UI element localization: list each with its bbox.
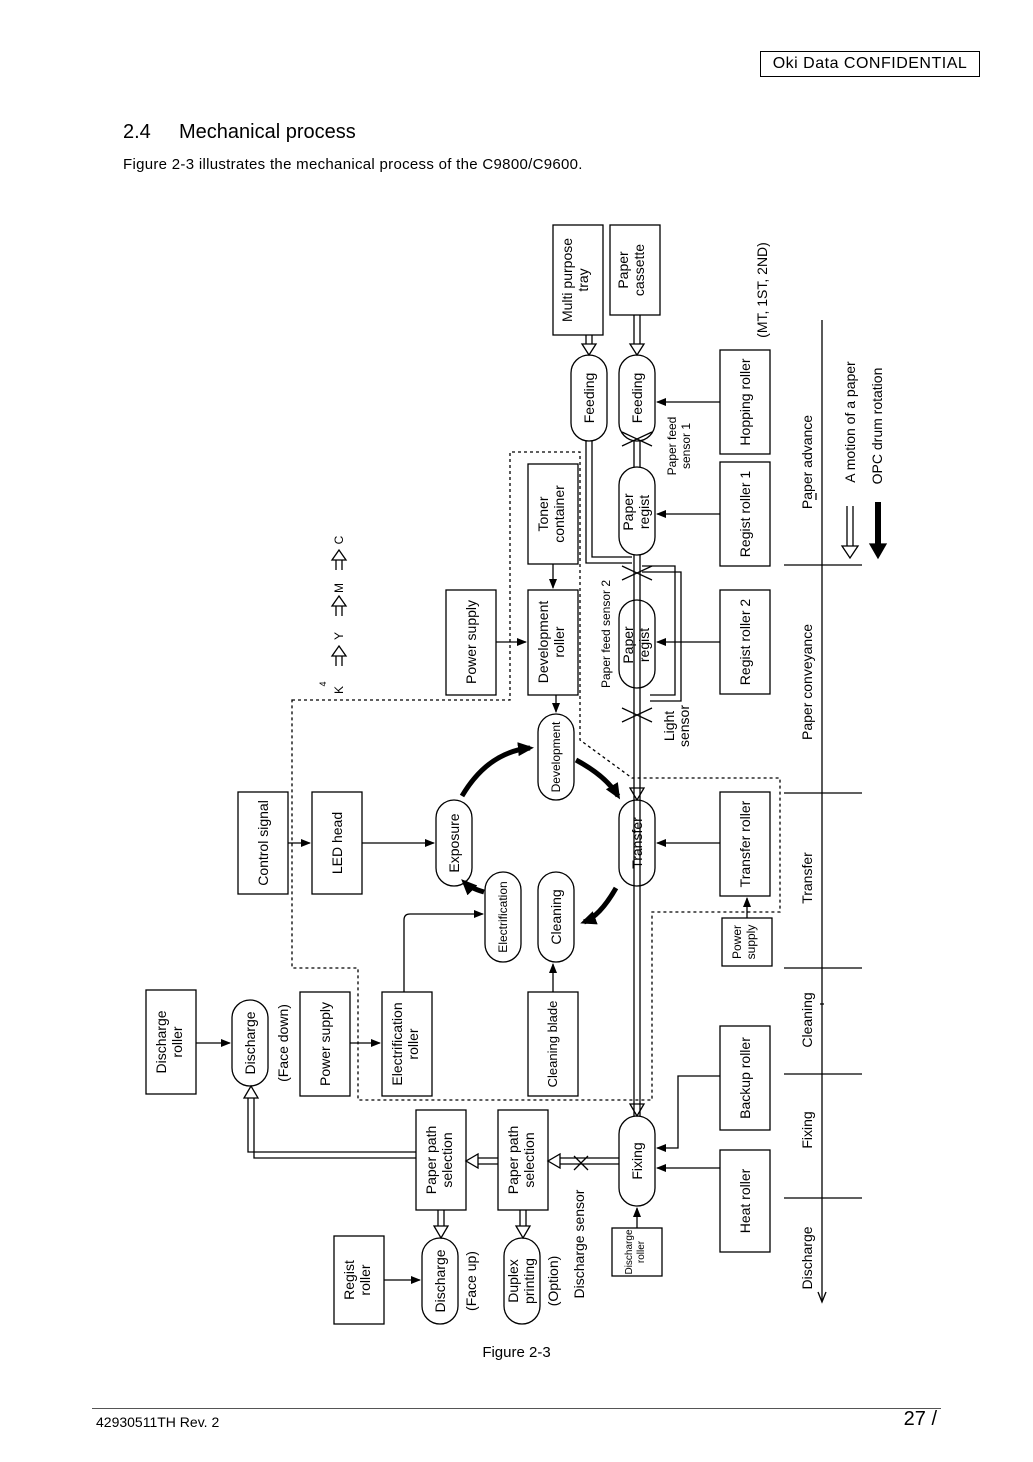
label-dr-1: Discharge — [153, 1010, 169, 1073]
label-heat-roller: Heat roller — [737, 1168, 753, 1233]
stage-transfer: Transfer — [799, 852, 815, 904]
svg-text:Paperregist: Paperregist — [620, 626, 652, 664]
label-exposure: Exposure — [446, 813, 462, 872]
label-pfs2: Paper feed sensor 2 — [599, 580, 613, 688]
svg-text:Dischargeroller: Dischargeroller — [153, 1010, 185, 1073]
legend-drum-rotation: OPC drum rotation — [869, 368, 885, 485]
stage-cleaning: Cleaning — [799, 992, 815, 1047]
label-duplex-2: printing — [521, 1258, 537, 1304]
svg-text:Powersupply: Powersupply — [730, 925, 758, 960]
label-er-2: roller — [405, 1028, 421, 1059]
label-duplex-1: Duplex — [505, 1259, 521, 1303]
label-power-supply-er: Power supply — [317, 1002, 333, 1086]
label-mpt-1: Multi purpose — [559, 238, 575, 322]
footer-rule — [92, 1408, 941, 1409]
label-cleaning-blade: Cleaning blade — [545, 1001, 560, 1088]
section-number: 2.4 — [123, 121, 151, 143]
label-development: Development — [549, 721, 563, 792]
stage-paper-conveyance: Paper conveyance — [799, 624, 815, 740]
label-color-count: 4 — [318, 681, 328, 686]
label-ps-small-1: Power — [730, 925, 744, 959]
label-dr-2: roller — [169, 1026, 185, 1057]
svg-text:Paper feedsensor 1: Paper feedsensor 1 — [665, 417, 693, 476]
label-ps-small-2: supply — [744, 925, 758, 960]
intro-text: Figure 2-3 illustrates the mechanical pr… — [123, 156, 583, 173]
page-number: 27 / — [903, 1408, 937, 1430]
svg-text:Multi purposetray: Multi purposetray — [559, 238, 591, 322]
label-regist1-2: regist — [636, 495, 652, 529]
label-led-head: LED head — [329, 812, 345, 874]
stage-paper-advance: Paper advance — [799, 415, 815, 509]
svg-text:Electrificationroller: Electrificationroller — [389, 1002, 421, 1085]
stage-discharge: Discharge — [799, 1226, 815, 1289]
legend-paper-motion: A motion of a paper — [842, 361, 858, 483]
label-backup-roller: Backup roller — [737, 1037, 753, 1119]
label-pps1-1: Paper path — [423, 1126, 439, 1195]
label-transfer: Transfer — [629, 817, 645, 869]
label-feed-source: (MT, 1ST, 2ND) — [754, 242, 770, 338]
label-regist-roller-a: Regist — [341, 1260, 357, 1300]
label-feeding-cassette: Feeding — [629, 373, 645, 424]
label-pfs1-1: Paper feed — [665, 417, 679, 476]
label-face-up: (Face up) — [463, 1251, 479, 1311]
svg-text:Paperregist: Paperregist — [620, 493, 652, 531]
label-dr-small-1: Discharge — [624, 1229, 635, 1274]
svg-text:Papercassette: Papercassette — [615, 244, 647, 296]
label-color-m: M — [332, 583, 346, 593]
section-heading: 2.4 Mechanical process — [123, 121, 356, 144]
label-pps1-2: selection — [439, 1132, 455, 1187]
svg-text:Paper pathselection: Paper pathselection — [505, 1126, 537, 1195]
label-regist-roller-1: Regist roller 1 — [737, 471, 753, 558]
label-face-down: (Face down) — [275, 1004, 291, 1082]
label-regist2-2: regist — [636, 628, 652, 662]
label-power-supply-dev: Power supply — [463, 600, 479, 684]
figure-caption: Figure 2-3 — [482, 1344, 551, 1361]
label-er-1: Electrification — [389, 1002, 405, 1085]
label-dr-small-2: roller — [636, 1240, 647, 1263]
section-title: Mechanical process — [179, 121, 356, 143]
confidential-label: Oki Data CONFIDENTIAL — [760, 51, 980, 77]
svg-text:Lightsensor: Lightsensor — [661, 705, 692, 747]
label-regist-roller-b: roller — [357, 1264, 373, 1295]
label-pps2-2: selection — [521, 1132, 537, 1187]
label-cleaning: Cleaning — [548, 889, 564, 944]
svg-text:Developmentroller: Developmentroller — [535, 601, 567, 684]
svg-text:Tonercontainer: Tonercontainer — [535, 485, 567, 543]
label-discharge-facedown: Discharge — [242, 1011, 258, 1074]
label-regist-roller-2: Regist roller 2 — [737, 599, 753, 686]
label-mpt-2: tray — [575, 268, 591, 291]
stage-fixing: Fixing — [799, 1111, 815, 1148]
label-fixing: Fixing — [629, 1142, 645, 1179]
label-cassette-2: cassette — [631, 244, 647, 296]
svg-text:Registroller: Registroller — [341, 1260, 373, 1300]
label-control-signal: Control signal — [255, 800, 271, 886]
label-devroller-1: Development — [535, 601, 551, 684]
label-hopping-roller: Hopping roller — [737, 358, 753, 445]
label-discharge-sensor: Discharge sensor — [571, 1189, 587, 1298]
label-discharge-faceup: Discharge — [432, 1249, 448, 1312]
label-color-y: Y — [332, 632, 346, 640]
label-electrification: Electrification — [496, 881, 510, 952]
label-toner-1: Toner — [535, 496, 551, 531]
label-cassette-1: Paper — [615, 251, 631, 289]
label-feeding-mpt: Feeding — [581, 373, 597, 424]
label-regist1-1: Paper — [620, 493, 636, 531]
svg-text:Paper pathselection: Paper pathselection — [423, 1126, 455, 1195]
label-transfer-roller: Transfer roller — [737, 800, 753, 887]
label-light-sensor-2: sensor — [676, 705, 692, 747]
svg-text:Duplexprinting: Duplexprinting — [505, 1258, 537, 1304]
label-light-sensor-1: Light — [661, 711, 677, 741]
label-regist2-1: Paper — [620, 626, 636, 664]
document-number: 42930511TH Rev. 2 — [96, 1414, 220, 1430]
label-color-c: C — [332, 535, 346, 544]
label-pps2-1: Paper path — [505, 1126, 521, 1195]
label-pfs1-2: sensor 1 — [679, 423, 693, 469]
svg-text:Dischargeroller: Dischargeroller — [624, 1229, 647, 1274]
label-toner-2: container — [551, 485, 567, 543]
label-option: (Option) — [545, 1256, 561, 1307]
label-devroller-2: roller — [551, 626, 567, 657]
label-color-k: K — [332, 686, 346, 694]
